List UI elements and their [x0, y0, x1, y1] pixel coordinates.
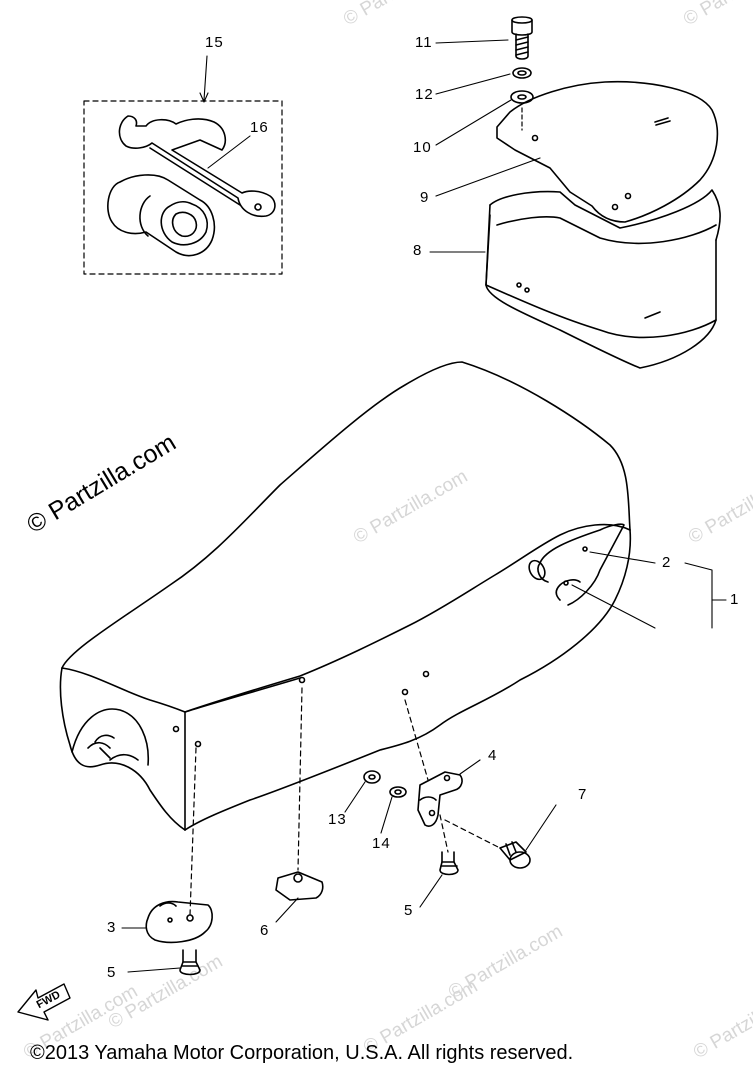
bolt-washer-stack	[510, 16, 534, 131]
callout-16: 16	[250, 119, 269, 136]
seat-assembly	[59, 361, 632, 831]
callout-13: 13	[328, 811, 347, 828]
callout-3: 3	[107, 919, 117, 936]
callout-11: 11	[415, 34, 433, 51]
callout-5-lower: 5	[107, 964, 117, 981]
fwd-arrow-icon	[17, 983, 71, 1021]
bracket-fasteners	[145, 687, 531, 976]
callout-10: 10	[413, 139, 432, 156]
callout-12: 12	[415, 86, 434, 103]
callout-1: 1	[730, 591, 740, 608]
callout-14: 14	[372, 835, 391, 852]
seat-base-group	[485, 80, 721, 369]
callout-8: 8	[413, 242, 423, 259]
callout-4: 4	[488, 747, 498, 764]
leader-lines	[121, 39, 727, 973]
callout-5-upper: 5	[404, 902, 414, 919]
callout-7: 7	[578, 786, 588, 803]
callout-9: 9	[420, 189, 430, 206]
tool-kit-group	[83, 100, 283, 275]
callout-15: 15	[205, 34, 224, 51]
callout-2: 2	[662, 554, 672, 571]
copyright-notice: ©2013 Yamaha Motor Corporation, U.S.A. A…	[30, 1042, 574, 1064]
callout-6: 6	[260, 922, 270, 939]
